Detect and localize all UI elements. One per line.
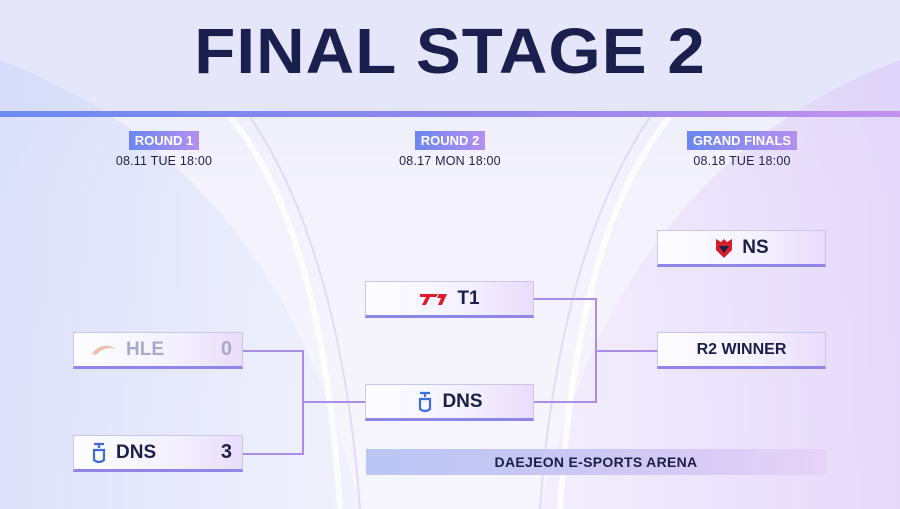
dns-logo-icon xyxy=(90,441,108,465)
grand-finals-header: GRAND FINALS 08.18 TUE 18:00 xyxy=(682,131,802,168)
round1-date: 08.11 TUE 18:00 xyxy=(115,154,213,168)
match-card-dns[interactable]: DNS 3 xyxy=(73,435,243,472)
hle-logo-icon xyxy=(90,343,118,357)
team-name: T1 xyxy=(457,287,480,309)
connector-line xyxy=(242,350,304,352)
round2-date: 08.17 MON 18:00 xyxy=(399,154,501,168)
connector-line xyxy=(242,453,304,455)
match-card-dns-r2[interactable]: DNS xyxy=(365,384,534,421)
round1-label: ROUND 1 xyxy=(128,131,200,150)
header-divider xyxy=(0,111,900,117)
match-card-ns[interactable]: NS xyxy=(657,230,826,267)
match-card-hle[interactable]: HLE 0 xyxy=(73,332,243,369)
round1-header: ROUND 1 08.11 TUE 18:00 xyxy=(104,131,224,168)
team-score: 0 xyxy=(220,338,232,360)
venue-banner: DAEJEON E-SPORTS ARENA xyxy=(366,449,826,475)
connector-line xyxy=(533,401,597,403)
grand-finals-date: 08.18 TUE 18:00 xyxy=(693,154,791,168)
dns-logo-icon xyxy=(416,390,434,414)
team-score: 3 xyxy=(220,441,232,463)
connector-line xyxy=(595,350,657,352)
grand-finals-label: GRAND FINALS xyxy=(686,131,798,150)
round2-label: ROUND 2 xyxy=(414,131,486,150)
team-name: NS xyxy=(742,236,769,258)
round2-header: ROUND 2 08.17 MON 18:00 xyxy=(390,131,510,168)
team-name: DNS xyxy=(116,441,157,463)
team-name: DNS xyxy=(442,390,483,412)
connector-line xyxy=(533,298,597,300)
team-name: R2 WINNER xyxy=(696,340,787,358)
t1-logo-icon xyxy=(419,292,449,306)
match-card-r2-winner[interactable]: R2 WINNER xyxy=(657,332,826,369)
ns-logo-icon xyxy=(714,237,734,259)
connector-line xyxy=(302,401,366,403)
match-card-t1[interactable]: T1 xyxy=(365,281,534,318)
page-title: FINAL STAGE 2 xyxy=(194,15,706,87)
team-name: HLE xyxy=(126,338,164,360)
